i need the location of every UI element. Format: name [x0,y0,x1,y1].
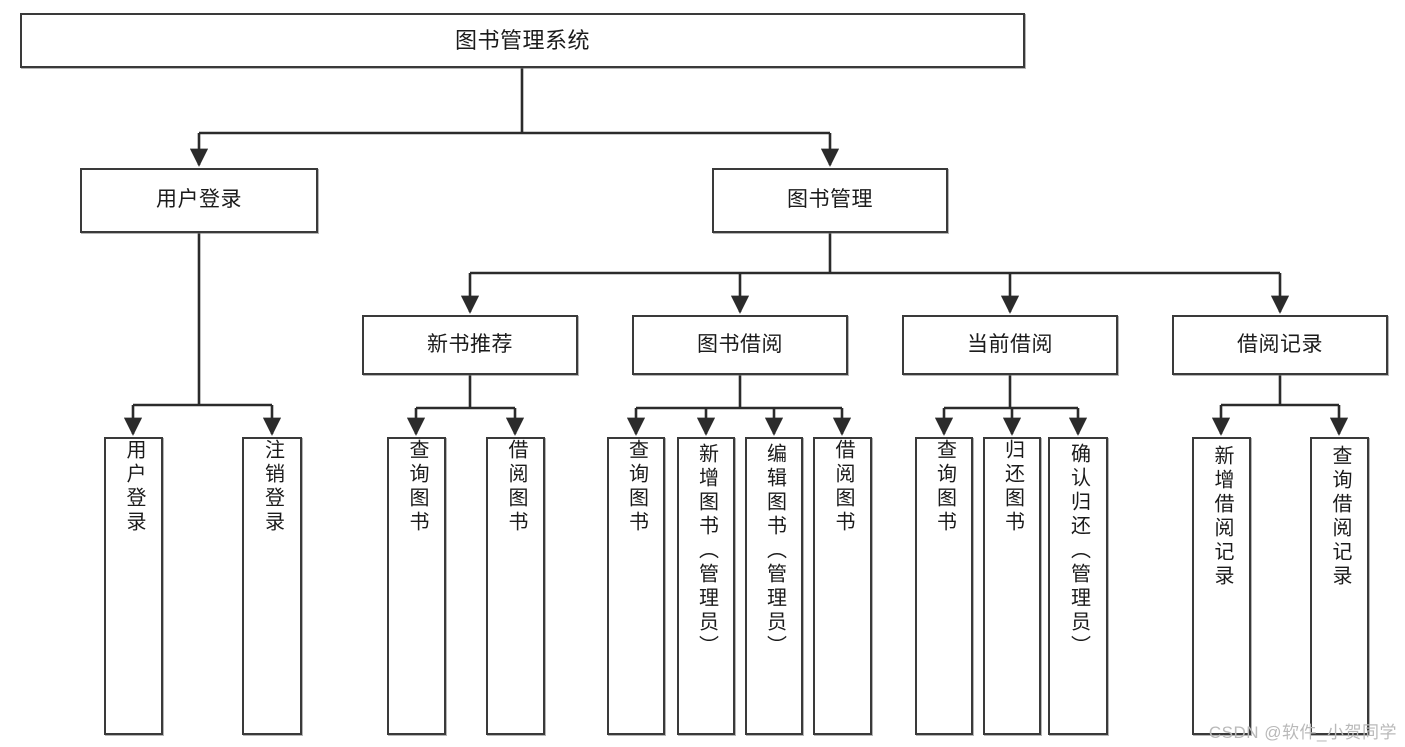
leaf-node[interactable]: 确认归还（管理员） [1048,437,1108,735]
leaf-label: 查询图书 [406,439,428,535]
node-label: 借阅记录 [1237,332,1323,356]
leaf-label: 确认归还（管理员） [1067,443,1090,659]
leaf-label: 归还图书 [1001,439,1024,535]
node-label: 图书管理 [787,188,873,212]
leaf-label: 用户登录 [123,439,145,535]
leaf-node[interactable]: 查询借阅记录 [1310,437,1369,735]
node-label: 图书管理系统 [454,27,590,53]
leaf-label: 查询图书 [625,439,648,535]
leaf-node[interactable]: 新增借阅记录 [1192,437,1251,735]
leaf-label: 查询图书 [933,439,956,535]
node-borrowing-record[interactable]: 借阅记录 [1172,315,1388,375]
csdn-watermark: CSDN @软件_小贺同学 [1208,723,1397,742]
leaf-node[interactable]: 编辑图书（管理员） [745,437,803,735]
node-book-borrowing[interactable]: 图书借阅 [632,315,848,375]
leaf-node[interactable]: 用户登录 [104,437,163,735]
node-current-borrowing[interactable]: 当前借阅 [902,315,1118,375]
leaf-node[interactable]: 新增图书（管理员） [677,437,735,735]
node-label: 用户登录 [156,188,242,212]
leaf-label: 注销登录 [261,439,284,535]
leaf-node[interactable]: 借阅图书 [486,437,545,735]
node-book-management-system[interactable]: 图书管理系统 [20,13,1025,68]
node-label: 新书推荐 [427,332,513,356]
leaf-label: 借阅图书 [505,439,527,535]
leaf-node[interactable]: 归还图书 [983,437,1041,735]
leaf-label: 新增借阅记录 [1211,445,1233,589]
leaf-node[interactable]: 注销登录 [242,437,302,735]
leaf-label: 编辑图书（管理员） [763,443,786,659]
leaf-node[interactable]: 查询图书 [607,437,665,735]
node-book-management[interactable]: 图书管理 [712,168,948,233]
node-label: 当前借阅 [967,332,1053,356]
node-user-login[interactable]: 用户登录 [80,168,318,233]
leaf-node[interactable]: 查询图书 [915,437,973,735]
leaf-label: 查询借阅记录 [1329,445,1351,589]
node-label: 图书借阅 [697,332,783,356]
leaf-label: 新增图书（管理员） [695,443,718,659]
node-new-book-recommendation[interactable]: 新书推荐 [362,315,578,375]
leaf-label: 借阅图书 [832,439,854,535]
leaf-node[interactable]: 借阅图书 [813,437,872,735]
leaf-node[interactable]: 查询图书 [387,437,446,735]
